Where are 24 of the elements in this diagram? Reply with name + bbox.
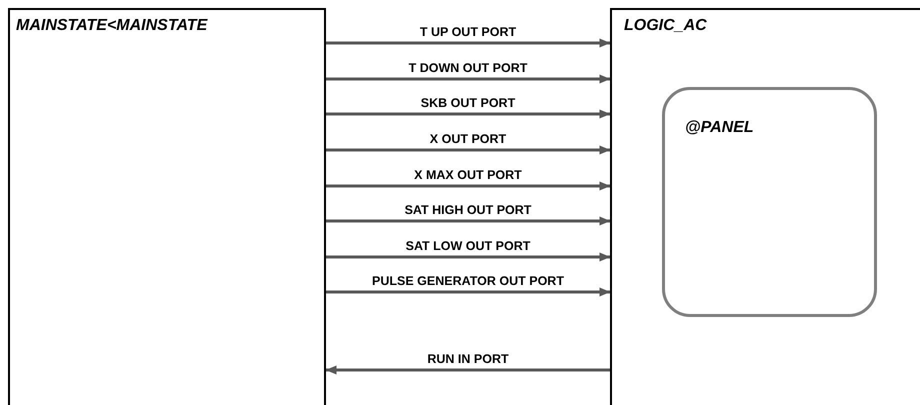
edge-label: X OUT PORT: [428, 132, 508, 146]
edge-label: T DOWN OUT PORT: [408, 61, 528, 75]
state-box: [8, 8, 326, 405]
arrow: [326, 38, 610, 48]
edge-label: SKB OUT PORT: [420, 96, 516, 110]
edge-label: SAT HIGH OUT PORT: [404, 203, 532, 217]
state-box: [610, 8, 920, 405]
arrow: [326, 252, 610, 262]
arrow: [326, 74, 610, 84]
arrow: [326, 366, 610, 374]
arrow: [326, 216, 610, 226]
state-title: LOGIC_AC: [624, 16, 707, 36]
arrow: [326, 110, 610, 118]
edge-label: X MAX OUT PORT: [413, 168, 523, 182]
state-title: @PANEL: [685, 118, 754, 138]
state-title: MAINSTATE<MAINSTATE: [16, 16, 208, 36]
edge-label: SAT LOW OUT PORT: [404, 239, 532, 253]
edge-label: T UP OUT PORT: [418, 25, 518, 39]
arrow: [326, 288, 610, 296]
edge-label: RUN IN PORT: [426, 352, 510, 366]
edge-label: PULSE GENERATOR OUT PORT: [371, 274, 565, 288]
panel-box: [662, 87, 877, 317]
arrow: [326, 146, 610, 154]
arrow: [326, 182, 610, 190]
